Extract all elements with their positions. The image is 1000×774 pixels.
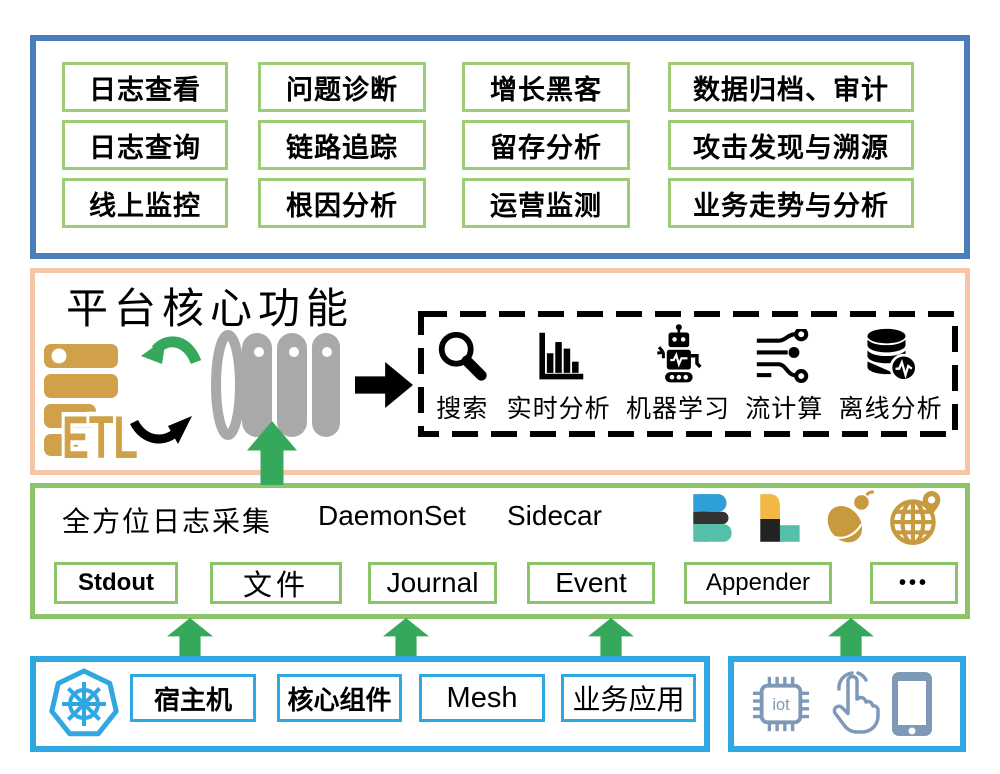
- touch-icon: [832, 671, 880, 734]
- capability-box: 链路追踪: [258, 120, 426, 170]
- kubernetes-icon: [49, 668, 119, 737]
- devices-section: iot: [728, 656, 966, 752]
- capability-box: 日志查询: [62, 120, 228, 170]
- collect-title: 全方位日志采集: [62, 506, 273, 537]
- capability-box: 运营监测: [462, 178, 630, 228]
- logstash-logo: [760, 494, 800, 542]
- capability-box: 业务走势与分析: [668, 178, 914, 228]
- infra-to-collect-arrow: [383, 618, 429, 658]
- platform-title: 平台核心功能: [66, 287, 355, 333]
- infra-to-collect-arrow: [167, 618, 213, 658]
- output-ml: 机器学习: [626, 323, 730, 425]
- source-box-more: •••: [870, 562, 958, 604]
- capability-matrix: 日志查看 问题诊断 增长黑客 数据归档、审计 日志查询 链路追踪 留存分析 攻击…: [30, 35, 970, 259]
- iot-chip-icon: iot: [752, 676, 810, 732]
- capability-box: 留存分析: [462, 120, 630, 170]
- etl-server-icon: ETL: [44, 344, 142, 472]
- capability-box: 日志查看: [62, 62, 228, 112]
- infra-box-core: 核心组件: [277, 674, 402, 722]
- collector-logos: [685, 490, 944, 548]
- output-label: 实时分析: [506, 396, 611, 423]
- source-box-journal: Journal: [368, 562, 497, 604]
- collection-section: 全方位日志采集 DaemonSet Sidecar: [30, 483, 970, 619]
- capability-box: 根因分析: [258, 178, 426, 228]
- source-box-appender: Appender: [684, 562, 832, 604]
- capability-box: 数据归档、审计: [668, 62, 914, 112]
- beetle-icon: [827, 490, 875, 543]
- flow-lines-icon: [755, 323, 813, 385]
- right-block-arrow: [355, 361, 413, 409]
- mode-sidecar: Sidecar: [507, 500, 602, 531]
- output-realtime: 实时分析: [507, 323, 611, 425]
- output-label: 流计算: [745, 396, 824, 423]
- platform-core-section: 平台核心功能 ETL: [30, 268, 970, 475]
- robot-icon: [650, 323, 706, 385]
- capability-box: 线上监控: [62, 178, 228, 228]
- output-offline: 离线分析: [839, 323, 943, 425]
- cylinder-storage-icon: [211, 330, 340, 440]
- capability-box: 增长黑客: [462, 62, 630, 112]
- output-label: 搜索: [436, 396, 489, 423]
- capability-box: 问题诊断: [258, 62, 426, 112]
- infra-box-app: 业务应用: [561, 674, 696, 722]
- source-box-stdout: Stdout: [54, 562, 178, 604]
- output-label: 机器学习: [625, 396, 730, 423]
- globe-pin-icon: [890, 491, 941, 545]
- beats-logo: [693, 494, 732, 542]
- output-stream: 流计算: [745, 323, 823, 425]
- devices-to-collect-arrow: [828, 618, 874, 658]
- infra-section: 宿主机 核心组件 Mesh 业务应用: [30, 656, 710, 752]
- source-box-file: 文件: [210, 562, 342, 604]
- bar-chart-icon: [531, 323, 587, 385]
- dashed-border: [418, 311, 958, 437]
- database-wave-icon: [862, 323, 920, 385]
- source-box-event: Event: [527, 562, 655, 604]
- infra-box-host: 宿主机: [130, 674, 256, 722]
- black-curved-arrow: [129, 416, 192, 444]
- smartphone-icon: [892, 672, 932, 736]
- mode-daemonset: DaemonSet: [318, 500, 466, 531]
- output-label: 离线分析: [838, 396, 943, 423]
- infra-box-mesh: Mesh: [419, 674, 545, 722]
- infra-to-collect-arrow: [588, 618, 634, 658]
- green-curved-arrow: [141, 336, 202, 365]
- platform-outputs-box: 搜索 实时分析: [418, 311, 958, 437]
- output-search: 搜索: [433, 323, 491, 425]
- iot-chip-label: iot: [772, 696, 790, 714]
- capability-box: 攻击发现与溯源: [668, 120, 914, 170]
- etl-label: ETL: [62, 404, 138, 471]
- search-icon: [433, 323, 491, 385]
